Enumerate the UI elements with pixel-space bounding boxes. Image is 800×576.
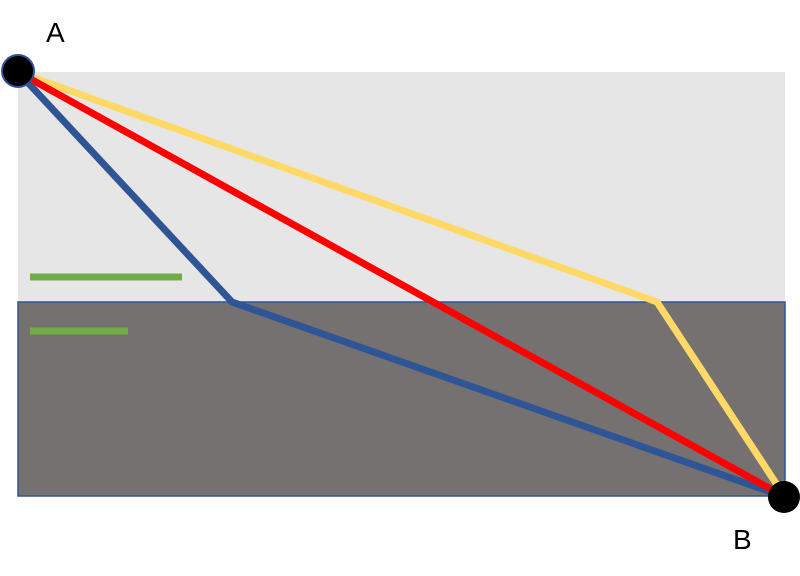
straight-path-red — [16, 68, 787, 501]
point-a-marker — [1, 54, 35, 88]
point-b-label: B — [733, 524, 752, 555]
lower-medium-region — [17, 301, 786, 497]
path-bend-in-upper-yellow — [16, 68, 788, 499]
point-a-label: A — [46, 17, 65, 48]
path-bend-in-lower-blue — [15, 69, 787, 501]
upper-medium-region — [18, 72, 785, 302]
point-b-marker — [768, 481, 800, 513]
